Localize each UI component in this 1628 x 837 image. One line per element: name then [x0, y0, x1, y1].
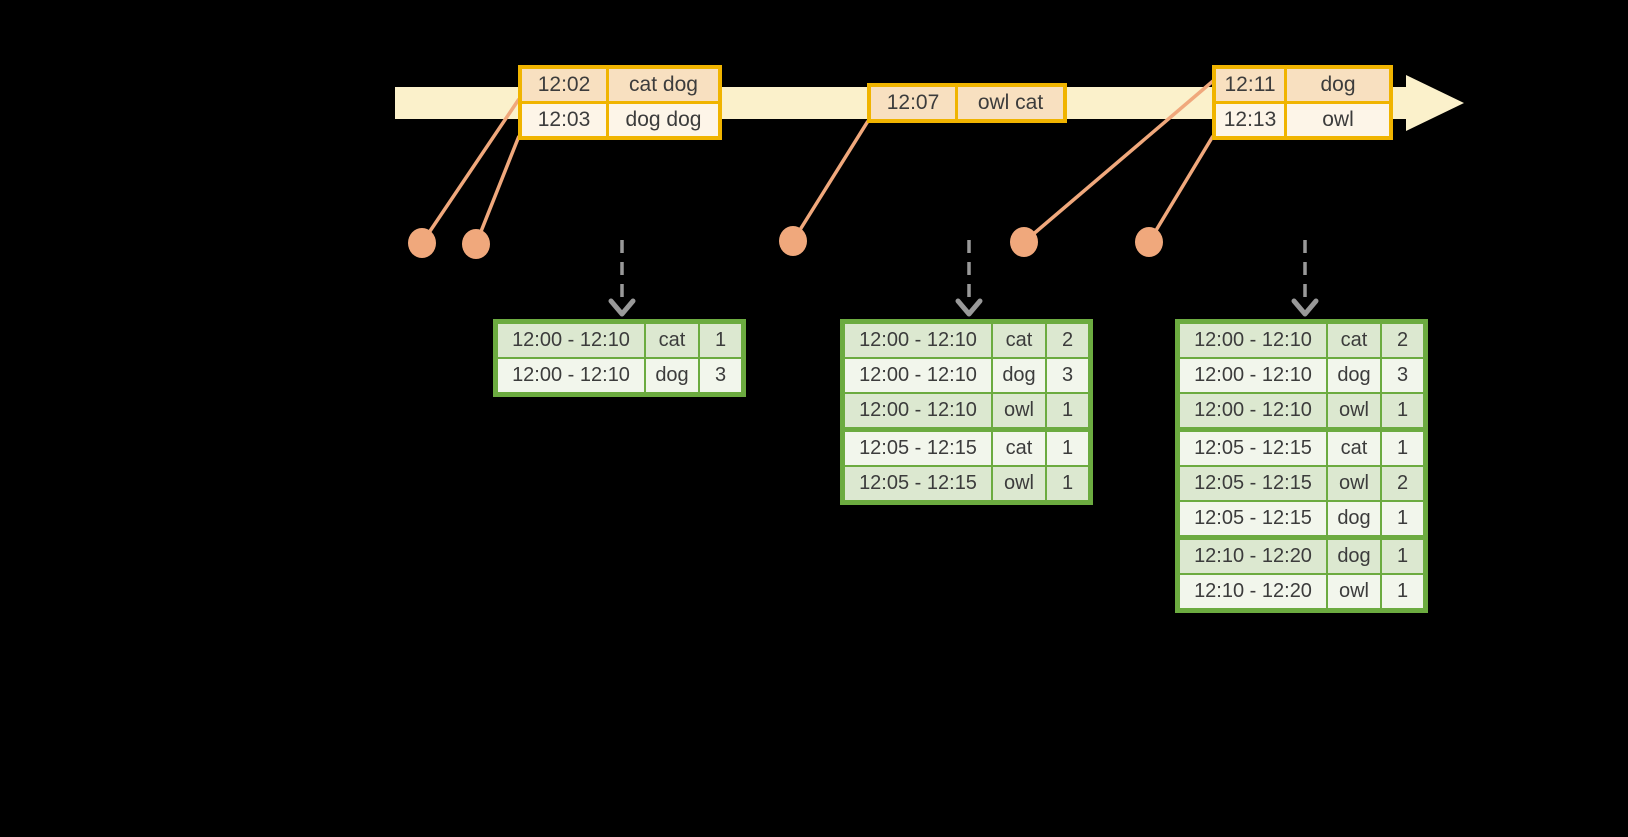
event-row: 12:13 owl [1216, 104, 1389, 136]
word-cell: owl [1328, 467, 1380, 500]
event-words-cell: owl cat [958, 87, 1063, 119]
result-row: 12:05 - 12:15 cat 1 [1180, 432, 1423, 465]
event-time-cell: 12:03 [522, 104, 606, 136]
event-time-cell: 12:02 [522, 69, 606, 101]
count-cell: 2 [1382, 324, 1423, 357]
window-cell: 12:05 - 12:15 [845, 432, 991, 465]
result-row: 12:10 - 12:20 dog 1 [1180, 540, 1423, 573]
word-cell: cat [993, 432, 1045, 465]
word-cell: owl [1328, 575, 1380, 608]
result-row: 12:00 - 12:10 owl 1 [845, 394, 1088, 427]
event-row: 12:03 dog dog [522, 104, 718, 136]
event-words-cell: cat dog [609, 69, 718, 101]
window-cell: 12:10 - 12:20 [1180, 575, 1326, 608]
event-table-2: 12:07 owl cat [867, 83, 1067, 123]
word-cell: cat [1328, 324, 1380, 357]
result-row: 12:00 - 12:10 cat 2 [1180, 324, 1423, 357]
count-cell: 1 [1047, 432, 1088, 465]
window-cell: 12:05 - 12:15 [1180, 467, 1326, 500]
word-cell: cat [646, 324, 698, 357]
result-row: 12:00 - 12:10 cat 1 [498, 324, 741, 357]
event-words-cell: dog [1287, 69, 1389, 101]
result-row: 12:05 - 12:15 dog 1 [1180, 502, 1423, 535]
event-time-cell: 12:07 [871, 87, 955, 119]
result-row: 12:00 - 12:10 dog 3 [498, 359, 741, 392]
window-cell: 12:00 - 12:10 [498, 324, 644, 357]
marker-line [791, 120, 870, 242]
event-time-cell: 12:11 [1216, 69, 1284, 101]
event-row: 12:02 cat dog [522, 69, 718, 101]
count-cell: 1 [1047, 394, 1088, 427]
event-dot-icon [408, 228, 436, 258]
marker-line [1147, 135, 1215, 243]
window-cell: 12:00 - 12:10 [845, 394, 991, 427]
down-arrow-head-icon [1291, 298, 1319, 317]
word-cell: cat [993, 324, 1045, 357]
count-cell: 1 [1382, 502, 1423, 535]
result-row: 12:00 - 12:10 dog 3 [1180, 359, 1423, 392]
window-cell: 12:05 - 12:15 [845, 467, 991, 500]
window-cell: 12:05 - 12:15 [1180, 502, 1326, 535]
result-table-2: 12:00 - 12:10 cat 2 12:00 - 12:10 dog 3 … [840, 319, 1093, 505]
marker-line [474, 135, 521, 245]
window-cell: 12:00 - 12:10 [845, 324, 991, 357]
event-table-3: 12:11 dog 12:13 owl [1212, 65, 1393, 140]
word-cell: cat [1328, 432, 1380, 465]
result-row: 12:00 - 12:10 dog 3 [845, 359, 1088, 392]
count-cell: 1 [1382, 432, 1423, 465]
word-cell: owl [993, 467, 1045, 500]
down-arrow-head-icon [955, 298, 983, 317]
event-dot-icon [779, 226, 807, 256]
count-cell: 3 [700, 359, 741, 392]
word-cell: dog [1328, 540, 1380, 573]
count-cell: 1 [1382, 394, 1423, 427]
timeline-arrowhead-icon [1406, 75, 1464, 131]
word-cell: dog [993, 359, 1045, 392]
count-cell: 1 [1047, 467, 1088, 500]
marker-line [1022, 79, 1215, 244]
count-cell: 1 [1382, 575, 1423, 608]
count-cell: 2 [1047, 324, 1088, 357]
event-words-cell: dog dog [609, 104, 718, 136]
word-cell: owl [1328, 394, 1380, 427]
event-words-cell: owl [1287, 104, 1389, 136]
event-row: 12:07 owl cat [871, 87, 1063, 119]
count-cell: 3 [1047, 359, 1088, 392]
event-table-1: 12:02 cat dog 12:03 dog dog [518, 65, 722, 140]
result-row: 12:05 - 12:15 owl 2 [1180, 467, 1423, 500]
window-cell: 12:05 - 12:15 [1180, 432, 1326, 465]
window-cell: 12:10 - 12:20 [1180, 540, 1326, 573]
event-row: 12:11 dog [1216, 69, 1389, 101]
result-row: 12:05 - 12:15 cat 1 [845, 432, 1088, 465]
window-cell: 12:00 - 12:10 [498, 359, 644, 392]
count-cell: 2 [1382, 467, 1423, 500]
down-arrow-head-icon [608, 298, 636, 317]
result-row: 12:05 - 12:15 owl 1 [845, 467, 1088, 500]
result-row: 12:10 - 12:20 owl 1 [1180, 575, 1423, 608]
window-cell: 12:00 - 12:10 [845, 359, 991, 392]
count-cell: 1 [700, 324, 741, 357]
word-cell: dog [1328, 359, 1380, 392]
event-dot-icon [1135, 227, 1163, 257]
count-cell: 1 [1382, 540, 1423, 573]
result-table-1: 12:00 - 12:10 cat 1 12:00 - 12:10 dog 3 [493, 319, 746, 397]
window-cell: 12:00 - 12:10 [1180, 359, 1326, 392]
word-cell: owl [993, 394, 1045, 427]
result-row: 12:00 - 12:10 cat 2 [845, 324, 1088, 357]
result-table-3: 12:00 - 12:10 cat 2 12:00 - 12:10 dog 3 … [1175, 319, 1428, 613]
event-dot-icon [1010, 227, 1038, 257]
word-cell: dog [1328, 502, 1380, 535]
marker-line [420, 98, 521, 244]
event-dot-icon [462, 229, 490, 259]
window-cell: 12:00 - 12:10 [1180, 394, 1326, 427]
window-cell: 12:00 - 12:10 [1180, 324, 1326, 357]
result-row: 12:00 - 12:10 owl 1 [1180, 394, 1423, 427]
word-cell: dog [646, 359, 698, 392]
event-time-cell: 12:13 [1216, 104, 1284, 136]
count-cell: 3 [1382, 359, 1423, 392]
